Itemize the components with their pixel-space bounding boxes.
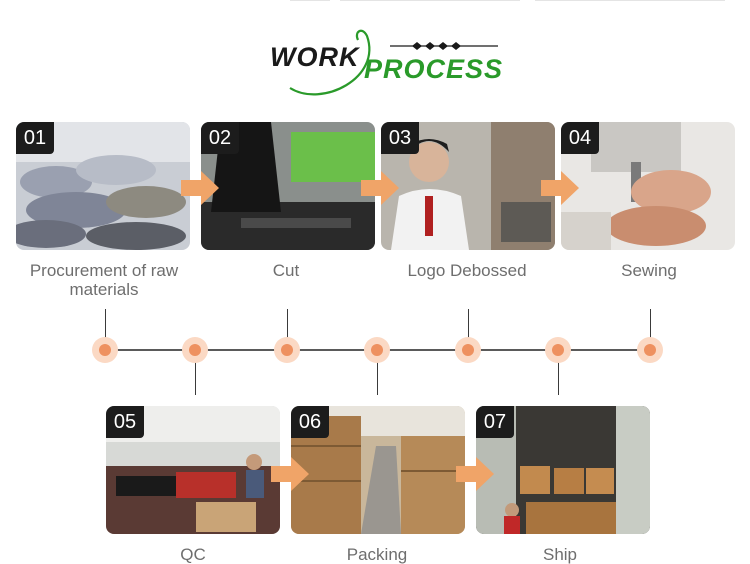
step-number-badge: 01 — [16, 122, 54, 154]
step-number-badge: 04 — [561, 122, 599, 154]
top-divider-2 — [340, 0, 520, 1]
step-number-badge: 02 — [201, 122, 239, 154]
timeline-dot — [182, 337, 208, 363]
step-number-badge: 03 — [381, 122, 419, 154]
step-photo-05: 05 — [106, 406, 280, 534]
timeline-dot — [364, 337, 390, 363]
timeline-tick — [377, 351, 378, 395]
step-photo-02: 02 — [201, 122, 375, 250]
arrow-right-icon — [271, 457, 309, 496]
step-number-badge: 07 — [476, 406, 514, 438]
timeline-dot — [455, 337, 481, 363]
step-photo-03: 03 — [381, 122, 555, 250]
step-label-06: Packing — [346, 545, 408, 564]
arrow-right-icon — [361, 171, 399, 210]
step-photo-01: 01 — [16, 122, 190, 250]
work-process-logo: WORK PROCESS — [262, 28, 502, 100]
timeline-tick — [287, 309, 288, 349]
timeline-tick — [105, 309, 106, 349]
step-label-01: Procurement of raw materials — [29, 261, 179, 299]
step-number-badge: 05 — [106, 406, 144, 438]
timeline-dot — [274, 337, 300, 363]
arrow-right-icon — [541, 171, 579, 210]
step-label-03: Logo Debossed — [407, 261, 527, 280]
step-label-04: Sewing — [621, 261, 677, 280]
top-divider-1 — [290, 0, 330, 1]
logo-word-work: WORK — [270, 42, 360, 72]
timeline-dot — [92, 337, 118, 363]
timeline-dot — [545, 337, 571, 363]
step-photo-06: 06 — [291, 406, 465, 534]
step-label-07: Ship — [542, 545, 578, 564]
arrow-right-icon — [456, 457, 494, 496]
logo-swoosh-icon — [289, 29, 498, 96]
timeline-tick — [558, 351, 559, 395]
step-photo-07: 07 — [476, 406, 650, 534]
timeline-dot — [637, 337, 663, 363]
step-photo-04: 04 — [561, 122, 735, 250]
timeline-tick — [195, 351, 196, 395]
top-divider-3 — [535, 0, 725, 1]
step-label-05: QC — [180, 545, 206, 564]
fabric-rolls-image — [16, 122, 190, 250]
timeline-tick — [650, 309, 651, 349]
arrow-right-icon — [181, 171, 219, 210]
step-label-02: Cut — [272, 261, 300, 280]
step-number-badge: 06 — [291, 406, 329, 438]
timeline-tick — [468, 309, 469, 349]
logo-word-process: PROCESS — [364, 54, 504, 84]
